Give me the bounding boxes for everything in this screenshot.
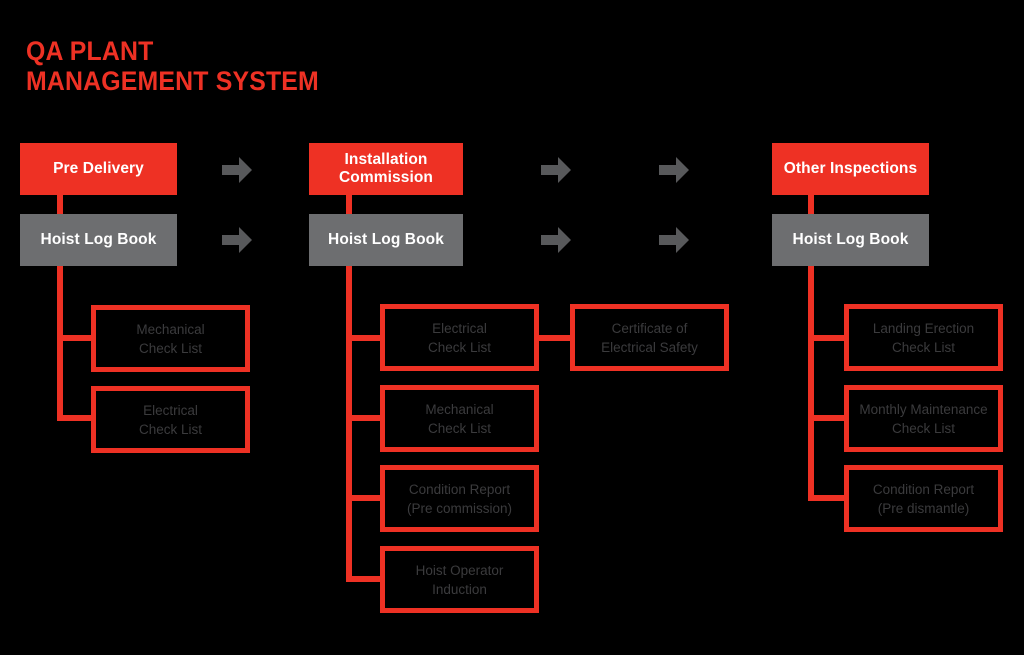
arrow-right-icon-2 bbox=[222, 227, 252, 253]
leaf-line-1: Landing Erection bbox=[872, 320, 975, 336]
leaf-box-mechanical-check-list-2[interactable]: Mechanical Check List bbox=[380, 385, 539, 452]
leaf-line-1: Mechanical bbox=[425, 401, 494, 417]
leaf-box-electrical-check-list-1[interactable]: Electrical Check List bbox=[91, 386, 250, 453]
stage-box-other-inspections[interactable]: Other Inspections bbox=[772, 143, 929, 195]
page-title: QA PLANT MANAGEMENT SYSTEM bbox=[26, 36, 546, 96]
title-line-1: QA PLANT bbox=[26, 36, 154, 66]
column-3-branch-3 bbox=[808, 495, 848, 501]
leaf-line-1: Mechanical bbox=[136, 321, 205, 337]
arrow-right-icon-6 bbox=[659, 227, 689, 253]
column-2-branch-3 bbox=[346, 495, 386, 501]
leaf-box-certificate-of-electrical-safety[interactable]: Certificate of Electrical Safety bbox=[570, 304, 729, 371]
log-box-column-1-label: Hoist Log Book bbox=[40, 231, 157, 248]
leaf-line-2: Check List bbox=[138, 421, 203, 437]
arrow-right-icon-4 bbox=[541, 227, 571, 253]
leaf-line-2: Check List bbox=[427, 420, 491, 436]
column-2-trunk-line bbox=[346, 188, 352, 576]
column-1-branch-2 bbox=[57, 415, 97, 421]
column-3-branch-2 bbox=[808, 415, 848, 421]
column-1-branch-1 bbox=[57, 335, 97, 341]
leaf-line-1: Condition Report bbox=[408, 481, 511, 497]
stage-box-installation-line-1: Installation bbox=[344, 151, 428, 168]
leaf-line-2: Check List bbox=[427, 339, 492, 355]
arrow-right-icon-1 bbox=[222, 157, 252, 183]
log-box-column-3-label: Hoist Log Book bbox=[792, 231, 909, 248]
log-box-column-3[interactable]: Hoist Log Book bbox=[772, 214, 929, 266]
leaf-line-2: Check List bbox=[138, 340, 202, 356]
leaf-box-condition-report-pre-dismantle[interactable]: Condition Report (Pre dismantle) bbox=[844, 465, 1003, 532]
log-box-column-2[interactable]: Hoist Log Book bbox=[309, 214, 463, 266]
leaf-line-1: Certificate of bbox=[611, 320, 688, 336]
column-2-branch-4 bbox=[346, 576, 386, 582]
title-line-2: MANAGEMENT SYSTEM bbox=[26, 66, 319, 96]
leaf-line-2: (Pre dismantle) bbox=[877, 500, 970, 516]
leaf-box-monthly-maintenance-check-list[interactable]: Monthly Maintenance Check List bbox=[844, 385, 1003, 452]
column-1-trunk-line bbox=[57, 188, 63, 420]
leaf-box-landing-erection-check-list[interactable]: Landing Erection Check List bbox=[844, 304, 1003, 371]
stage-box-pre-delivery-label: Pre Delivery bbox=[53, 160, 144, 177]
leaf-line-1: Condition Report bbox=[872, 481, 975, 497]
log-box-column-1[interactable]: Hoist Log Book bbox=[20, 214, 177, 266]
leaf-box-electrical-check-list-2[interactable]: Electrical Check List bbox=[380, 304, 539, 371]
column-3-branch-1 bbox=[808, 335, 848, 341]
leaf-box-hoist-operator-induction[interactable]: Hoist Operator Induction bbox=[380, 546, 539, 613]
leaf-box-condition-report-pre-commission[interactable]: Condition Report (Pre commission) bbox=[380, 465, 539, 532]
stage-box-installation-line-2: Commission bbox=[338, 169, 433, 186]
leaf-line-1: Hoist Operator bbox=[415, 562, 504, 578]
stage-box-other-inspections-label: Other Inspections bbox=[783, 160, 918, 177]
column-2-link-to-certificate bbox=[535, 335, 575, 341]
leaf-line-1: Monthly Maintenance bbox=[859, 401, 988, 417]
log-box-column-2-label: Hoist Log Book bbox=[328, 231, 444, 248]
leaf-line-2: Electrical Safety bbox=[601, 339, 698, 355]
column-2-branch-2 bbox=[346, 415, 386, 421]
leaf-line-1: Electrical bbox=[143, 402, 198, 418]
leaf-box-mechanical-check-list-1[interactable]: Mechanical Check List bbox=[91, 305, 250, 372]
stage-box-pre-delivery[interactable]: Pre Delivery bbox=[20, 143, 177, 195]
leaf-line-2: Check List bbox=[891, 339, 955, 355]
arrow-right-icon-3 bbox=[541, 157, 571, 183]
column-3-trunk-line bbox=[808, 188, 814, 496]
leaf-line-2: Induction bbox=[432, 581, 487, 597]
stage-box-installation-commission[interactable]: Installation Commission bbox=[309, 143, 463, 195]
arrow-right-icon-5 bbox=[659, 157, 689, 183]
leaf-line-2: (Pre commission) bbox=[406, 500, 512, 516]
leaf-line-1: Electrical bbox=[432, 320, 487, 336]
column-2-branch-1 bbox=[346, 335, 386, 341]
leaf-line-2: Check List bbox=[891, 420, 955, 436]
